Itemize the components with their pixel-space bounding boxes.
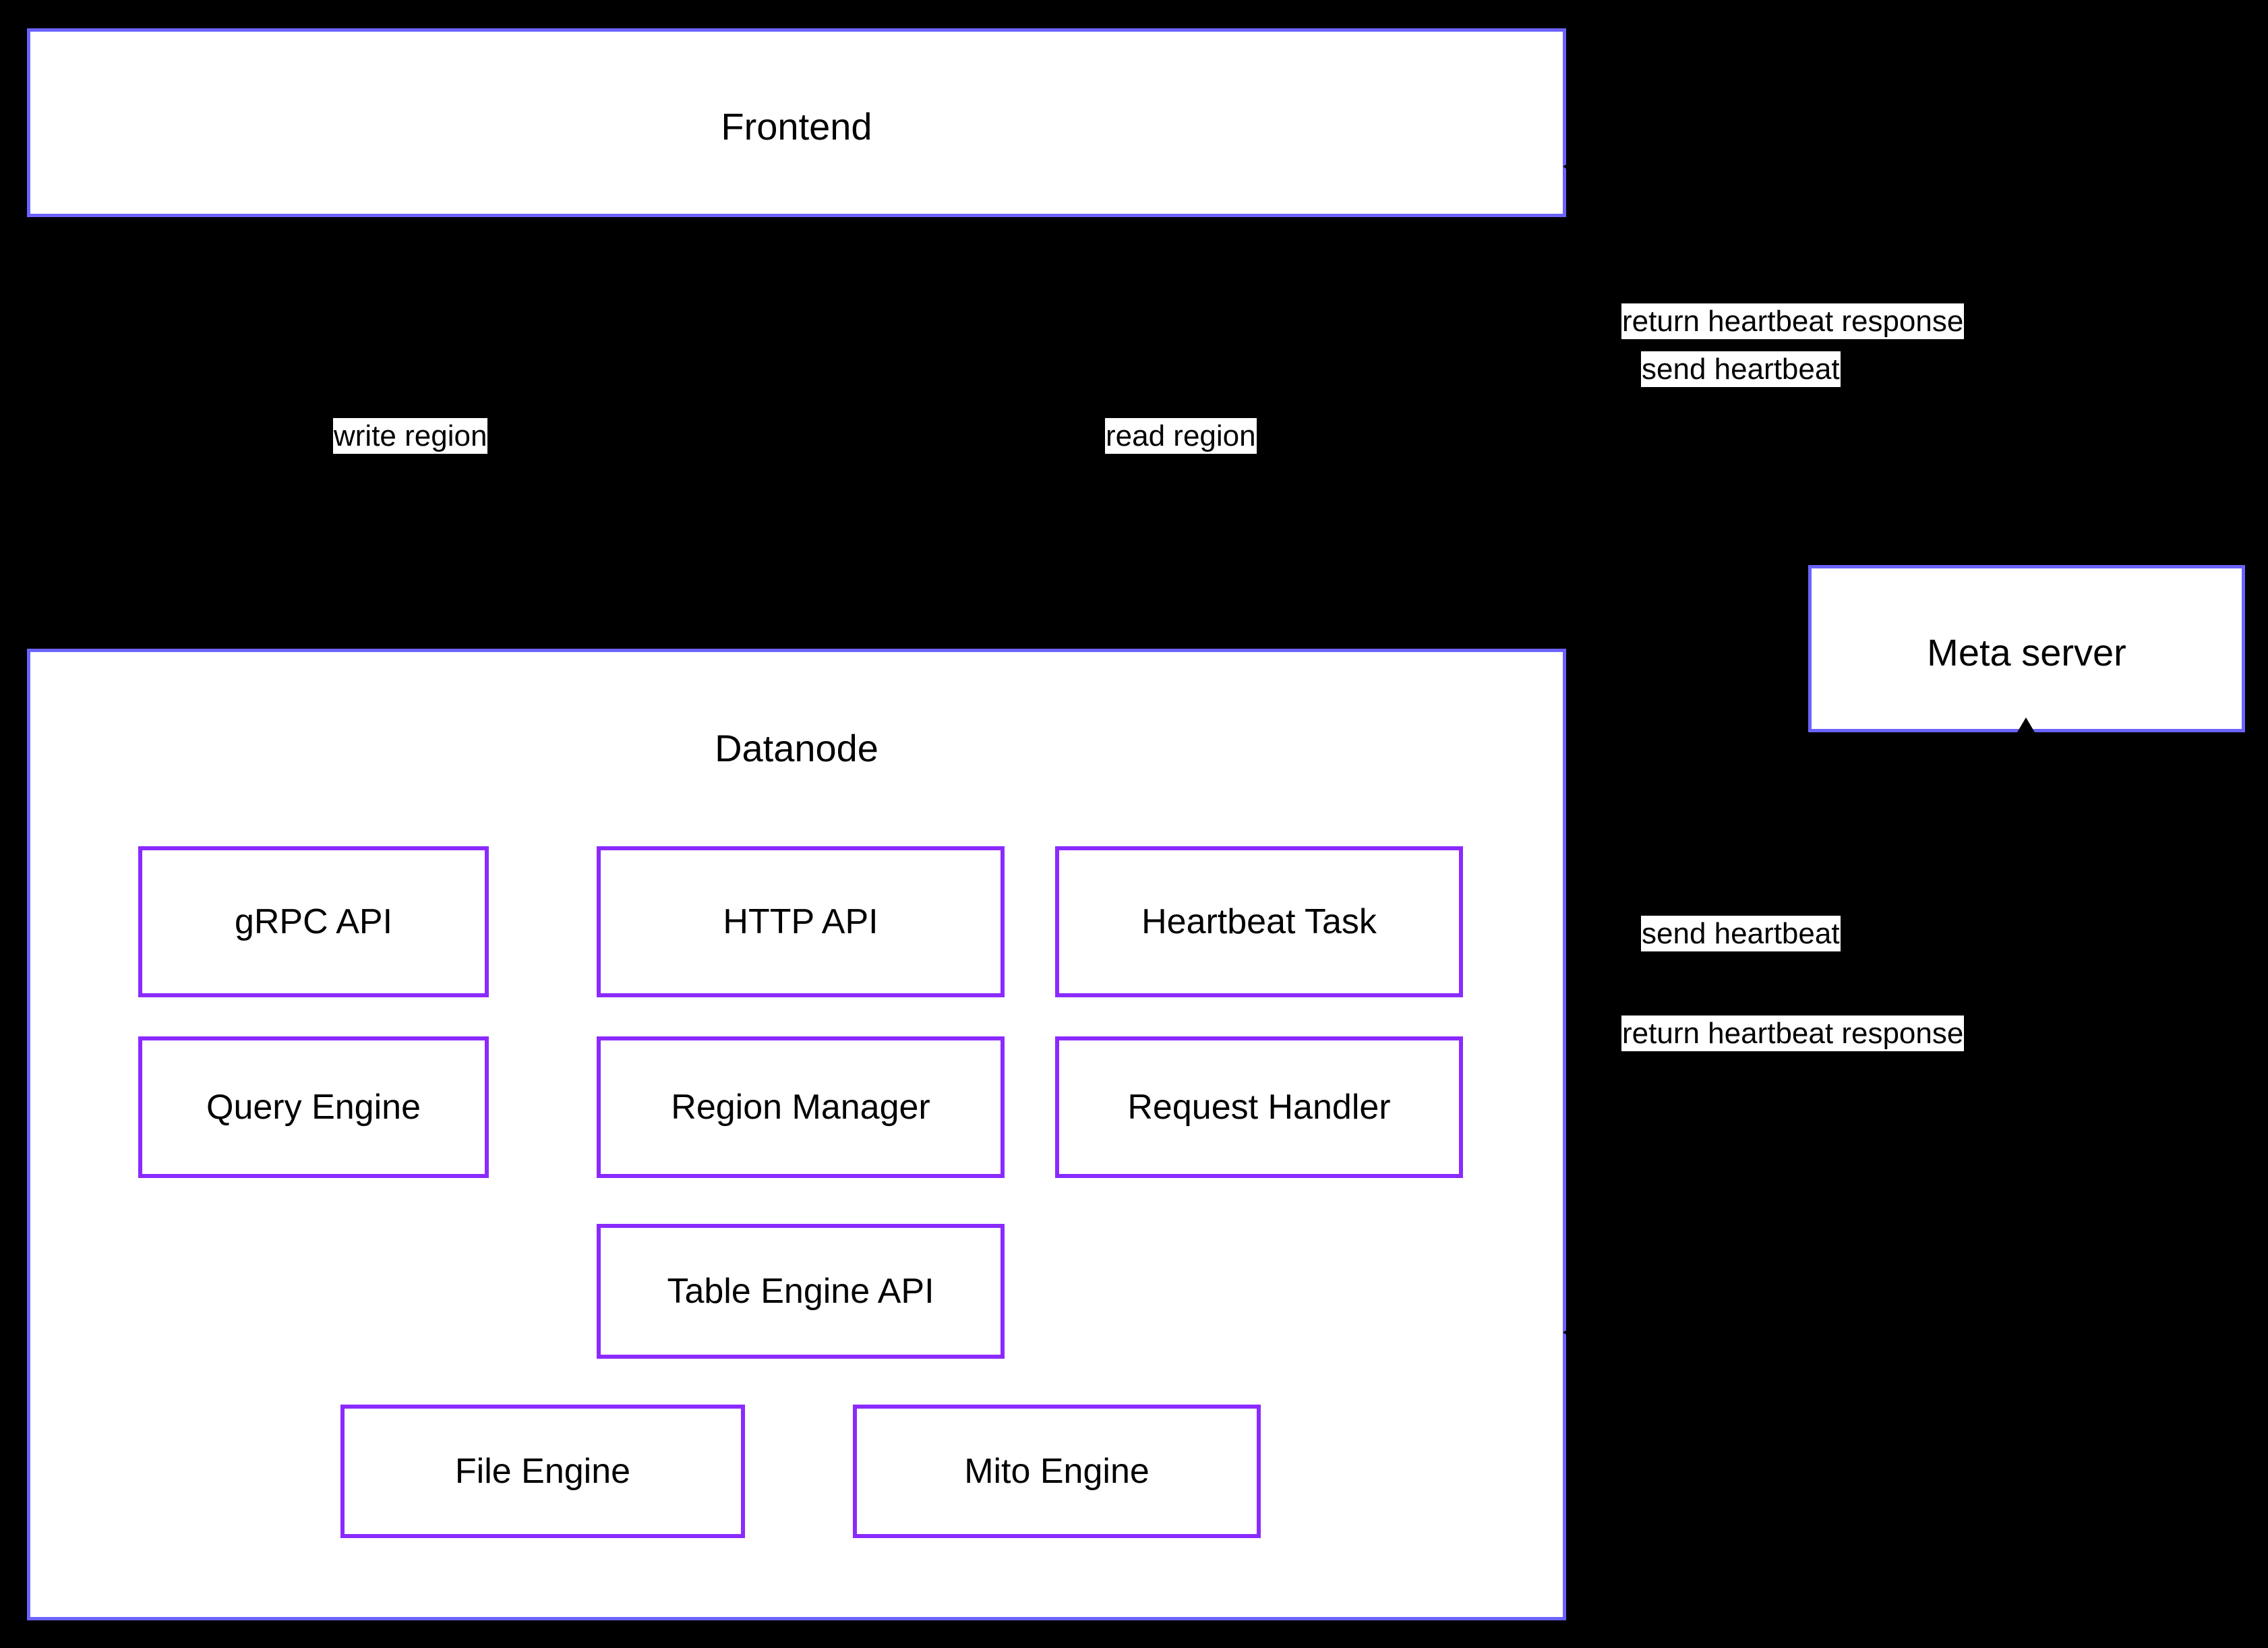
component-file-engine[interactable]: File Engine: [340, 1405, 745, 1538]
label-datanode-send-heartbeat: send heartbeat: [1641, 916, 1841, 952]
connector-frontend-send-heartbeat-vert: [2024, 367, 2027, 565]
component-http-api[interactable]: HTTP API: [597, 846, 1005, 997]
connector-datanode-send-heartbeat-vert: [2024, 732, 2027, 1131]
arrow-write-region: [406, 634, 423, 649]
component-grpc-api[interactable]: gRPC API: [138, 846, 489, 997]
label-write-region: write region: [333, 418, 488, 454]
connector-datanode-return-heartbeat: [1566, 1330, 1878, 1334]
component-heartbeat-task[interactable]: Heartbeat Task: [1055, 846, 1463, 997]
frontend-node[interactable]: Frontend: [27, 28, 1566, 217]
label-frontend-send-heartbeat: send heartbeat: [1641, 351, 1841, 388]
component-query-engine[interactable]: Query Engine: [138, 1036, 489, 1178]
frontend-title: Frontend: [721, 105, 872, 148]
label-datanode-return-heartbeat-response: return heartbeat response: [1621, 1016, 1965, 1052]
meta-server-title: Meta server: [1927, 631, 2126, 674]
connector-frontend-return-heartbeat-vert: [1874, 165, 1878, 565]
component-request-handler[interactable]: Request Handler: [1055, 1036, 1463, 1178]
connector-datanode-send-heartbeat: [1566, 1131, 2027, 1134]
component-table-engine-api[interactable]: Table Engine API: [597, 1224, 1005, 1359]
arrow-datanode-return-heartbeat: [1563, 1324, 1578, 1341]
datanode-title: Datanode: [715, 727, 878, 769]
connector-frontend-return-heartbeat: [1566, 165, 1878, 168]
arrow-read-region: [1178, 634, 1195, 649]
label-read-region: read region: [1105, 418, 1257, 454]
component-region-manager[interactable]: Region Manager: [597, 1036, 1005, 1178]
arrow-frontend-send-heartbeat: [2017, 550, 2035, 565]
component-mito-engine[interactable]: Mito Engine: [853, 1405, 1261, 1538]
arrow-frontend-return-heartbeat: [1563, 158, 1578, 175]
arrow-datanode-send-heartbeat: [2017, 717, 2035, 732]
datanode-node[interactable]: Datanode gRPC API HTTP API Heartbeat Tas…: [27, 649, 1566, 1620]
label-frontend-return-heartbeat-response: return heartbeat response: [1621, 303, 1965, 340]
meta-server-node[interactable]: Meta server: [1808, 565, 2245, 732]
